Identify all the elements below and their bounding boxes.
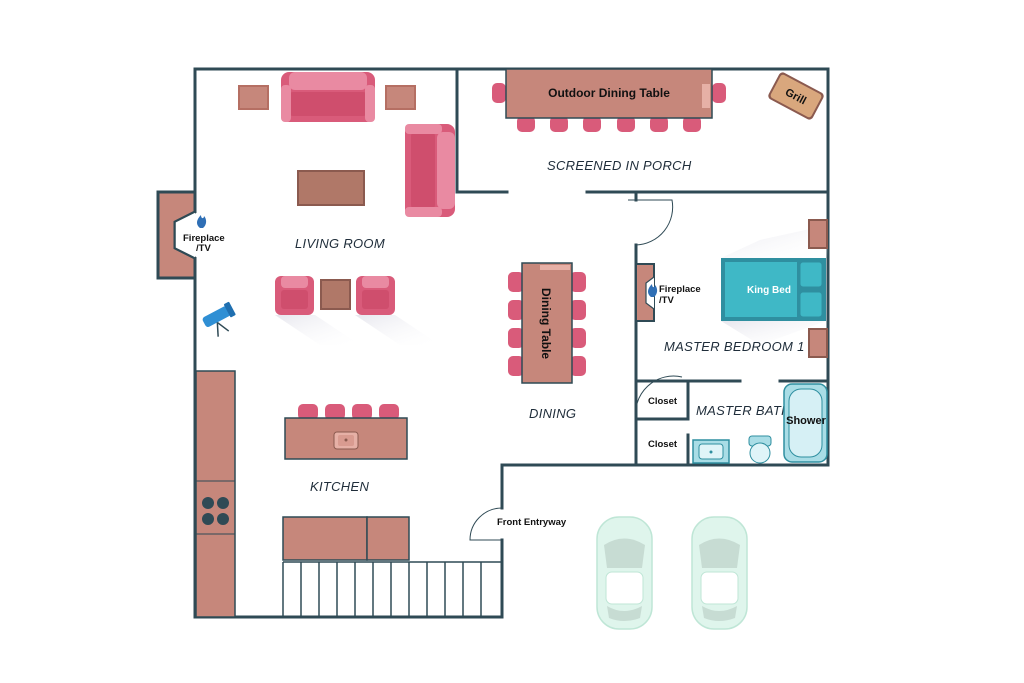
shower: Shower bbox=[783, 383, 828, 463]
dining-table-label: Dining Table bbox=[539, 288, 553, 359]
door-swings bbox=[469, 199, 683, 541]
stairs bbox=[282, 561, 502, 617]
armchairs bbox=[275, 276, 440, 345]
fireplace-living: Fireplace /TV bbox=[156, 190, 225, 280]
nightstand bbox=[808, 219, 828, 249]
toilet-icon bbox=[748, 435, 772, 464]
end-table bbox=[385, 85, 416, 110]
end-table bbox=[238, 85, 269, 110]
room-label-porch: SCREENED IN PORCH bbox=[547, 158, 692, 173]
grill: Grill bbox=[768, 72, 824, 120]
car-icon bbox=[691, 516, 748, 630]
fireplace-label-2: /TV bbox=[196, 243, 211, 254]
coffee-table bbox=[297, 170, 365, 206]
flame-icon bbox=[648, 284, 658, 297]
closet-label: Closet bbox=[648, 396, 678, 407]
kitchen-counter bbox=[195, 370, 236, 618]
stove-icon bbox=[202, 497, 229, 525]
fireplace-label: Fireplace bbox=[183, 233, 225, 244]
outdoor-dining-table: Outdoor Dining Table bbox=[492, 68, 726, 132]
flame-icon bbox=[197, 215, 207, 228]
sofa bbox=[281, 72, 375, 122]
fireplace-bedroom: Fireplace /TV bbox=[635, 263, 701, 322]
room-label-master-bedroom: MASTER BEDROOM 1 bbox=[664, 339, 805, 354]
sofa bbox=[405, 124, 455, 217]
outdoor-dining-table-label: Outdoor Dining Table bbox=[548, 86, 670, 100]
room-label-master-bath: MASTER BATH bbox=[696, 403, 791, 418]
room-label-kitchen: KITCHEN bbox=[310, 479, 369, 494]
kitchen-lower-counter bbox=[282, 516, 410, 561]
nightstand bbox=[808, 328, 828, 358]
kitchen-island bbox=[284, 404, 408, 460]
king-bed-label: King Bed bbox=[747, 285, 791, 296]
closet-label: Closet bbox=[648, 439, 678, 450]
telescope-icon bbox=[202, 301, 236, 337]
car-icon bbox=[596, 516, 653, 630]
king-bed: King Bed bbox=[721, 225, 828, 345]
front-entryway-label: Front Entryway bbox=[497, 517, 567, 528]
shower-label: Shower bbox=[786, 415, 826, 427]
room-label-living: LIVING ROOM bbox=[295, 236, 385, 251]
fireplace-label: Fireplace bbox=[659, 284, 701, 295]
sink-icon bbox=[333, 431, 359, 450]
dining-table: Dining Table bbox=[508, 262, 586, 384]
room-label-dining: DINING bbox=[529, 406, 576, 421]
sink-icon bbox=[698, 443, 724, 460]
fireplace-label-2: /TV bbox=[659, 295, 674, 306]
bath-sink bbox=[692, 439, 730, 464]
